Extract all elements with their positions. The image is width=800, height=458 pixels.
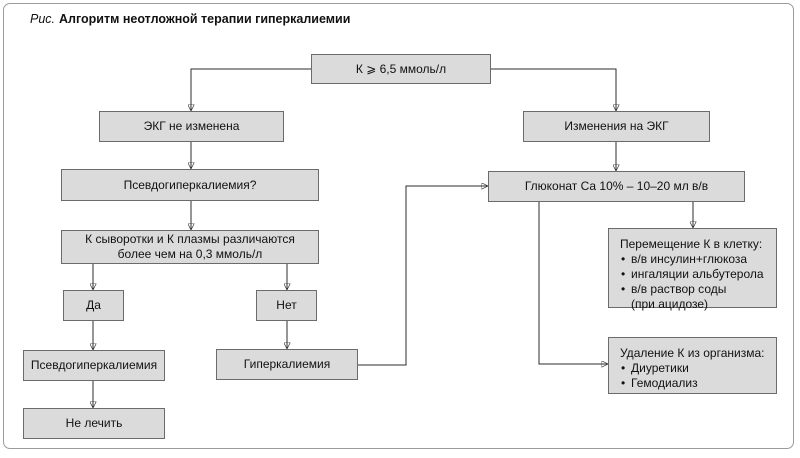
figure-caption: Рис.Алгоритм неотложной терапии гиперкал… — [30, 12, 350, 26]
figure-title: Алгоритм неотложной терапии гиперкалиеми… — [59, 12, 351, 26]
connector-hyperkalemia-to-gluconate — [358, 186, 488, 366]
node-ecg-unchanged: ЭКГ не изменена — [99, 111, 284, 142]
node-shift-into-cell: Перемещение К в клетку: в/в инсулин+глюк… — [608, 228, 777, 311]
node-ca-gluconate: Глюконат Са 10% – 10–20 мл в/в — [488, 171, 745, 202]
node-removal-title: Удаление К из организма: — [620, 346, 765, 360]
connector-gluconate-to-removal — [538, 202, 608, 364]
outer-frame — [3, 3, 794, 449]
node-serum-plasma-line1: К сыворотки и К плазмы различаются — [85, 232, 295, 246]
node-ecg-changed: Изменения на ЭКГ — [523, 111, 710, 142]
connector-k-to-ecg-changed — [491, 68, 616, 111]
node-shift-item: в/в инсулин+глюкоза — [620, 252, 747, 267]
node-serum-plasma: К сыворотки и К плазмы различаются более… — [61, 230, 319, 264]
node-hyperkalemia: Гиперкалиемия — [216, 349, 358, 380]
node-shift-title: Перемещение К в клетку: — [620, 237, 763, 251]
node-shift-item: в/в раствор соды — [620, 282, 726, 297]
figure-label: Рис. — [30, 12, 56, 26]
node-yes: Да — [63, 290, 124, 321]
connector-k-to-ecg-unchanged — [191, 68, 311, 111]
node-shift-item: ингаляции альбутерола — [620, 267, 764, 282]
node-shift-note: (при ацидозе) — [631, 297, 709, 311]
node-removal-item: Диуретики — [620, 361, 689, 376]
node-k-threshold: К ⩾ 6,5 ммоль/л — [311, 54, 491, 84]
node-removal-item: Гемодиализ — [620, 376, 698, 391]
node-no: Нет — [256, 290, 317, 321]
node-serum-plasma-line2: более чем на 0,3 ммоль/л — [117, 247, 263, 261]
node-pseudohyperkalemia: Псевдогиперкалиемия — [23, 350, 165, 381]
node-do-not-treat: Не лечить — [23, 408, 165, 439]
node-pseudo-question: Псевдогиперкалиемия? — [61, 169, 319, 201]
node-removal-from-body: Удаление К из организма: Диуретики Гемод… — [608, 337, 777, 394]
